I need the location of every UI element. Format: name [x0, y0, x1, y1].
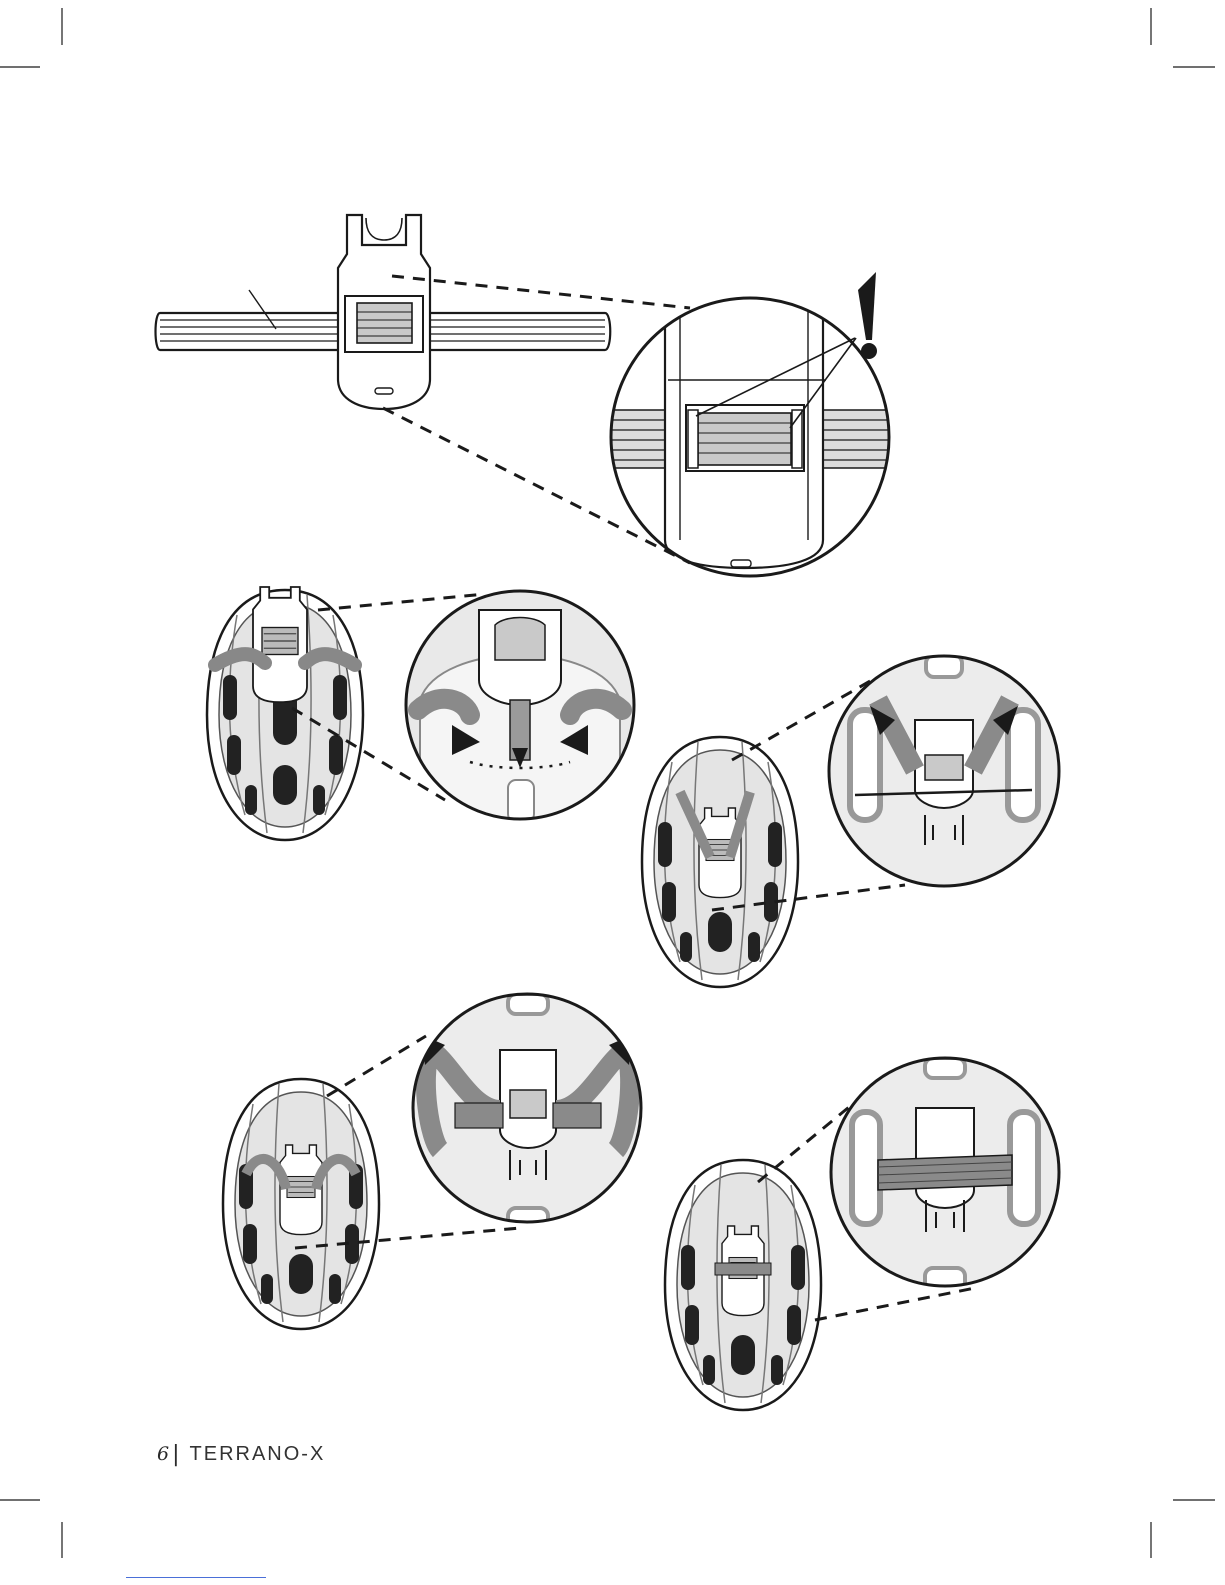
figure-strap-secured [665, 1058, 1059, 1410]
detail-circle [413, 994, 641, 1228]
bike-mount [338, 215, 430, 409]
detail-circle [829, 655, 1059, 886]
brand-name: TERRANO-X [190, 1443, 326, 1466]
warning-icon [858, 272, 877, 359]
footer-separator: | [172, 1442, 179, 1467]
detail-circle [600, 298, 900, 576]
figure-mount-on-bar [156, 215, 901, 576]
figure-strap-pull-up [642, 655, 1059, 987]
figure-strap-insertion [207, 587, 634, 840]
helmet-top-view [223, 1079, 379, 1329]
page-footer: 6 | TERRANO-X [157, 1440, 325, 1468]
link-underline [126, 1577, 266, 1578]
page-number: 6 [157, 1443, 169, 1465]
figure-strap-fold-over [223, 994, 641, 1329]
helmet-top-view [665, 1160, 821, 1410]
helmet-top-view [207, 587, 363, 840]
detail-circle [831, 1058, 1059, 1290]
detail-circle [406, 591, 634, 822]
helmet-top-view [642, 737, 798, 987]
